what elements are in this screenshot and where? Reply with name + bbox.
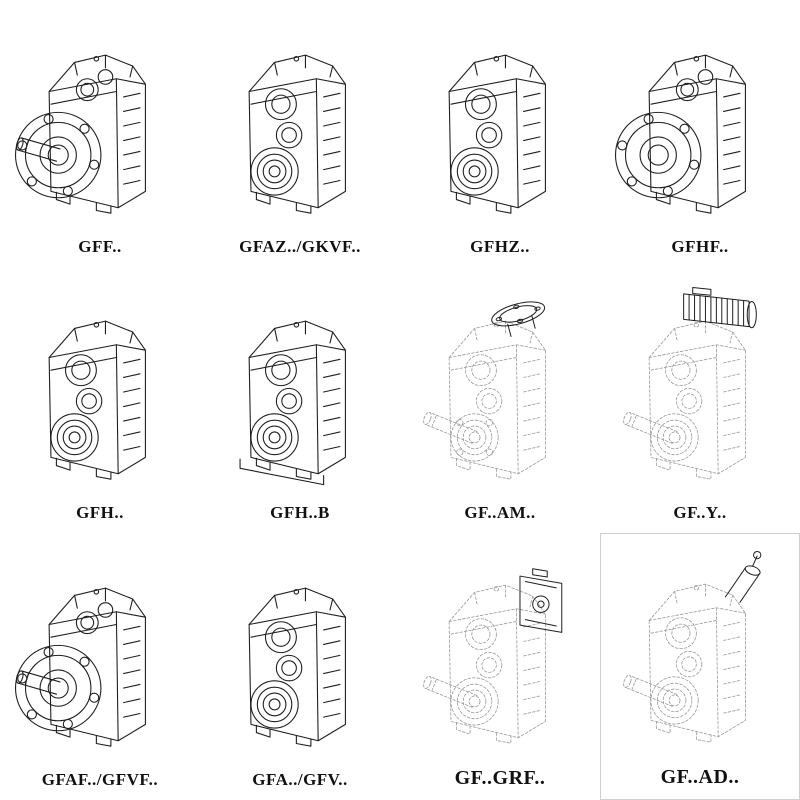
gearbox-body-icon xyxy=(648,321,746,480)
model-label: GFAZ../GKVF.. xyxy=(239,236,361,256)
output-bearing-icon xyxy=(250,413,299,462)
output-flange-icon xyxy=(14,644,102,732)
product-cell-gff: GFF.. xyxy=(0,0,200,267)
input-adapter-icon xyxy=(724,550,762,603)
flange-bolt-holes-icon xyxy=(456,419,494,457)
output-bearing-icon xyxy=(50,413,99,462)
model-label: GF..GRF.. xyxy=(454,766,546,789)
gearbox-drawing-gfh-b xyxy=(239,320,346,486)
product-cell-gfhz: GFHZ.. xyxy=(400,0,600,267)
gearbox-drawing-gf-am xyxy=(421,301,546,480)
model-label: GFF.. xyxy=(78,236,122,256)
gearbox-drawing-gf-ad xyxy=(621,550,762,743)
model-label: GF..AM.. xyxy=(464,503,536,523)
gearbox-drawing-gfaz xyxy=(248,54,346,214)
output-flange-icon xyxy=(614,111,702,198)
model-label: GFA../GFV.. xyxy=(252,769,348,789)
gearbox-body-icon xyxy=(248,320,346,481)
gearbox-body-icon xyxy=(448,584,546,744)
gearbox-body-icon xyxy=(248,587,346,747)
gearbox-drawing-gfhz xyxy=(448,54,546,214)
servo-adapter-icon xyxy=(519,568,563,633)
model-label: GFHF.. xyxy=(671,236,729,256)
product-cell-gf-am: GF..AM.. xyxy=(400,267,600,534)
product-cell-gfh-b: GFH..B xyxy=(200,267,400,534)
gearbox-drawing-gf-grf xyxy=(421,568,563,744)
product-cell-gfh: GFH.. xyxy=(0,267,200,534)
gearbox-drawing-gfaf xyxy=(14,587,146,747)
gearbox-drawing-gff xyxy=(14,54,146,214)
model-label: GF..Y.. xyxy=(673,503,727,523)
gearbox-body-icon xyxy=(648,583,746,743)
gearbox-body-icon xyxy=(448,321,546,480)
product-cell-gf-y: GF..Y.. xyxy=(600,267,800,534)
iec-flange-icon xyxy=(491,301,546,338)
gearbox-drawing-gfhf xyxy=(614,54,746,214)
gearbox-drawing-gf-y xyxy=(621,287,757,480)
gearbox-drawing-gfh xyxy=(48,320,146,481)
gearbox-body-icon xyxy=(448,54,546,214)
gearbox-drawing-gfa xyxy=(248,587,346,747)
model-label: GFH.. xyxy=(76,503,124,523)
motor-icon xyxy=(683,287,757,329)
hollow-shaft-bearing-icon xyxy=(250,680,299,729)
hollow-shaft-bearing-icon xyxy=(250,146,299,196)
product-cell-gfa-gfv: GFA../GFV.. xyxy=(200,533,400,800)
model-label: GF..AD.. xyxy=(660,765,740,788)
product-cell-gfaz-gkvf: GFAZ../GKVF.. xyxy=(200,0,400,267)
gearbox-body-icon xyxy=(248,54,346,214)
output-flange-icon xyxy=(14,111,102,198)
hollow-shaft-bearing-icon xyxy=(450,146,499,196)
model-label: GFHZ.. xyxy=(470,236,530,256)
model-label: GFH..B xyxy=(270,503,330,523)
model-label: GFAF../GFVF.. xyxy=(41,769,159,789)
gearbox-body-icon xyxy=(48,320,146,481)
product-cell-gfaf-gfvf: GFAF../GFVF.. xyxy=(0,533,200,800)
product-cell-gfhf: GFHF.. xyxy=(600,0,800,267)
product-cell-gf-ad: GF..AD.. xyxy=(600,533,800,800)
product-cell-gf-grf: GF..GRF.. xyxy=(400,533,600,800)
